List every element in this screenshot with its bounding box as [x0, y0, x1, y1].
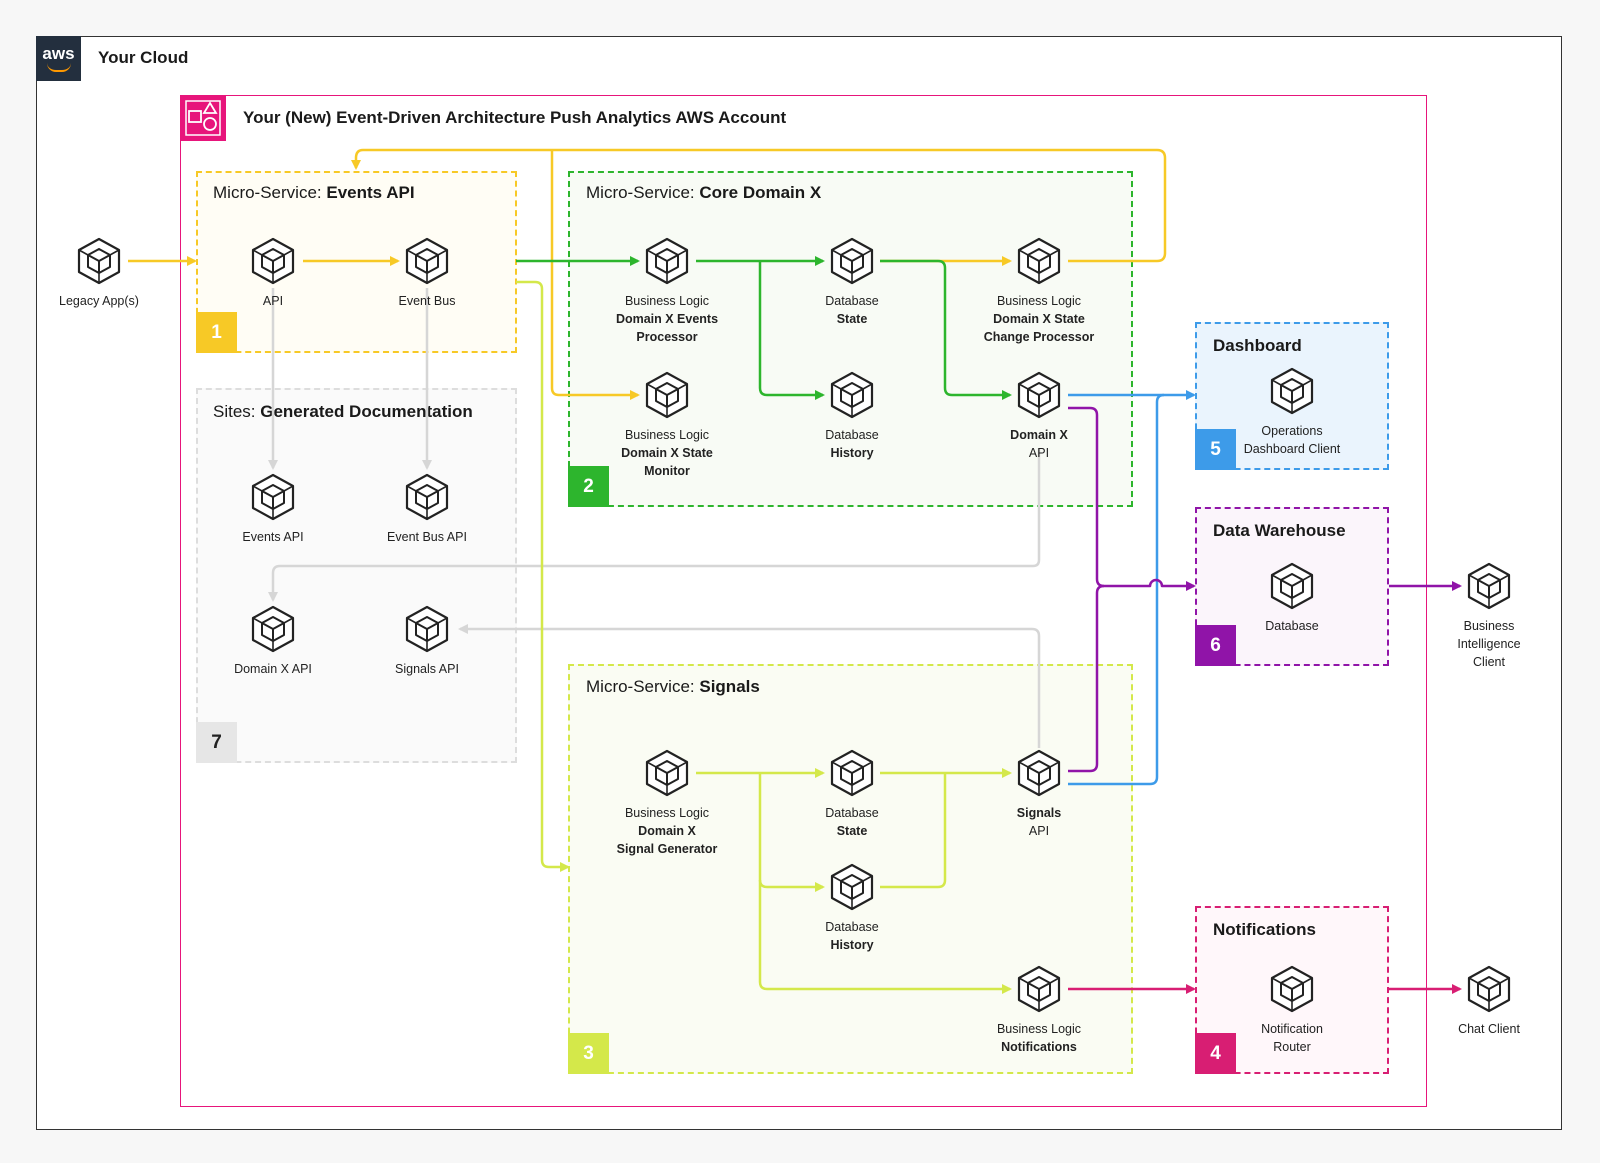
doc-signals-api-icon [402, 604, 452, 654]
badge-7: 7 [196, 722, 237, 763]
chat-client-icon [1464, 964, 1514, 1014]
aws-logo: aws [36, 36, 81, 81]
group-title-dashboard: Dashboard [1213, 336, 1302, 355]
notifications-logic-icon [1014, 964, 1064, 1014]
chat-client-label: Chat Client [1458, 1022, 1520, 1036]
doc-events-api-icon [248, 472, 298, 522]
legacy-app-icon [74, 236, 124, 286]
account-shapes-icon [180, 95, 226, 141]
doc-signals-api-label: Signals API [395, 662, 459, 676]
account-title: Your (New) Event-Driven Architecture Pus… [243, 108, 787, 127]
group-title-notifications: Notifications [1213, 920, 1316, 939]
dw-database-icon [1267, 561, 1317, 611]
api-label: API [262, 294, 284, 308]
badge-4: 4 [1195, 1033, 1236, 1074]
group-generated-docs [196, 388, 517, 763]
doc-event-bus-api-icon [402, 472, 452, 522]
core-history-db-icon [827, 370, 877, 420]
events-processor-icon [642, 236, 692, 286]
ops-dashboard-icon [1267, 366, 1317, 416]
group-title-events-api: Micro-Service: Events API [213, 183, 415, 202]
group-title-signals: Micro-Service: Signals [586, 677, 760, 696]
event-bus-icon [402, 236, 452, 286]
group-title-data-warehouse: Data Warehouse [1213, 521, 1346, 540]
state-monitor-icon [642, 370, 692, 420]
account-boundary [180, 95, 1427, 1107]
group-title-core-domain: Micro-Service: Core Domain X [586, 183, 822, 202]
badge-1: 1 [196, 312, 237, 353]
notification-router-icon [1267, 964, 1317, 1014]
signals-history-db-icon [827, 862, 877, 912]
legacy-app-label: Legacy App(s) [59, 294, 139, 308]
doc-domain-x-api-icon [248, 604, 298, 654]
doc-event-bus-api-label: Event Bus API [387, 530, 467, 544]
badge-2: 2 [568, 466, 609, 507]
event-bus-label: Event Bus [398, 294, 456, 308]
core-state-db-icon [827, 236, 877, 286]
doc-events-api-label: Events API [242, 530, 304, 544]
signals-api-icon [1014, 748, 1064, 798]
state-change-processor-icon [1014, 236, 1064, 286]
badge-6: 6 [1195, 625, 1236, 666]
bi-client-icon [1464, 561, 1514, 611]
signals-state-db-icon [827, 748, 877, 798]
badge-3: 3 [568, 1033, 609, 1074]
badge-5: 5 [1195, 429, 1236, 470]
doc-domain-x-api-label: Domain X API [234, 662, 312, 676]
domain-x-api-icon [1014, 370, 1064, 420]
cloud-title: Your Cloud [98, 48, 189, 67]
signal-generator-icon [642, 748, 692, 798]
dw-database-label: Database [1265, 619, 1319, 633]
group-title-docs: Sites: Generated Documentation [213, 402, 473, 421]
api-icon [248, 236, 298, 286]
